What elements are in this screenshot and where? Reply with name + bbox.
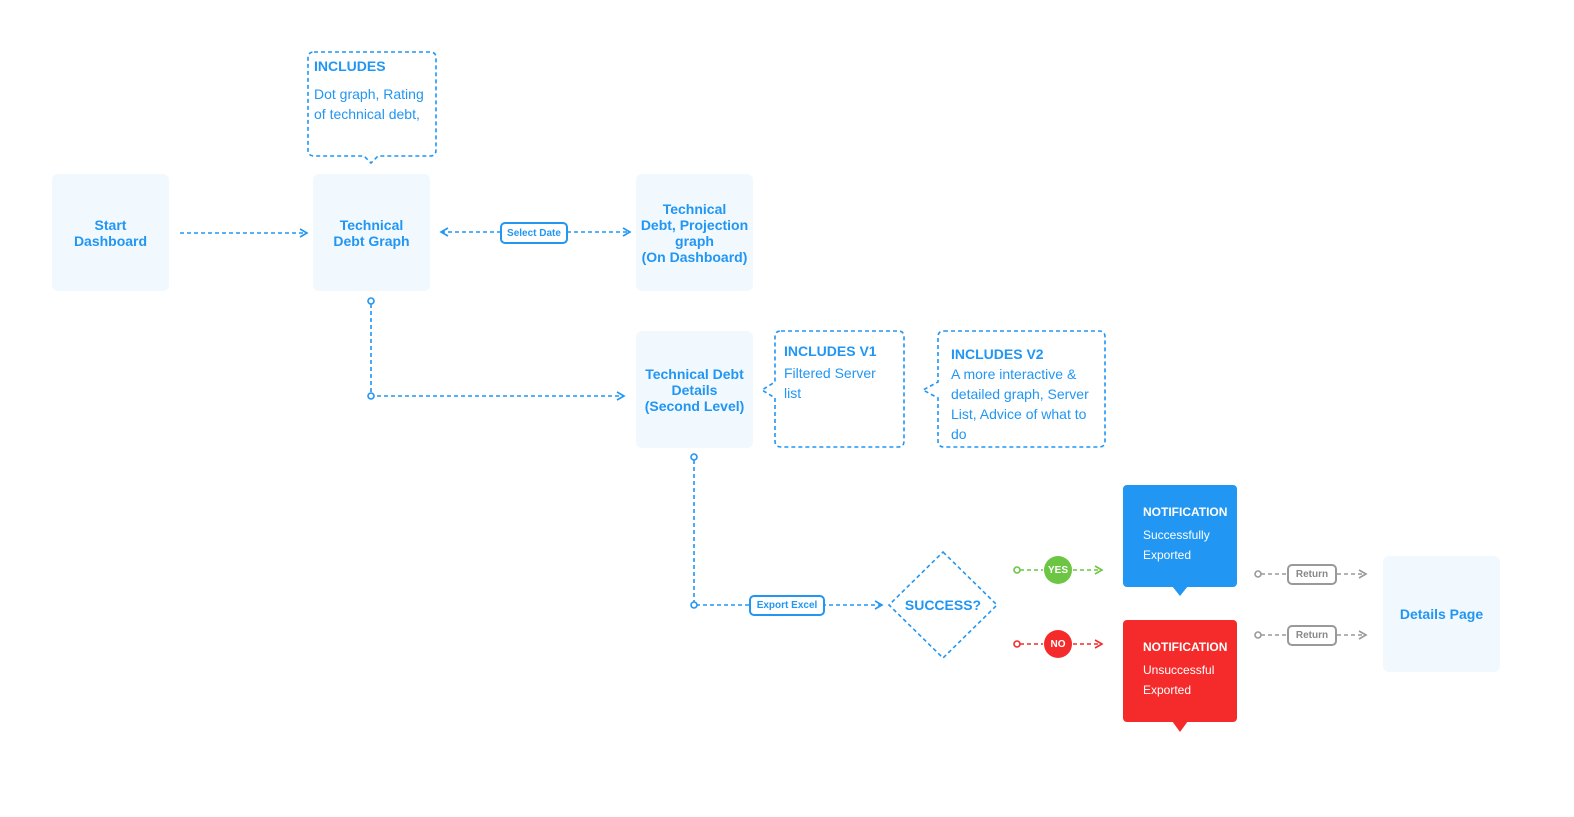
notification-failure-pointer bbox=[1172, 721, 1188, 732]
notification-failure-body: Unsuccessful Exported bbox=[1143, 663, 1215, 697]
notification-success: NOTIFICATION Successfully Exported bbox=[1123, 485, 1237, 587]
connector-dot bbox=[367, 392, 375, 400]
return-label-1[interactable]: Return bbox=[1287, 564, 1337, 585]
notification-failure-title: NOTIFICATION bbox=[1143, 640, 1228, 654]
notification-failure: NOTIFICATION Unsuccessful Exported bbox=[1123, 620, 1237, 722]
callout-includes-v1: INCLUDES V1 Filtered Server list bbox=[784, 341, 902, 403]
node-projection-graph[interactable]: Technical Debt, Projection graph (On Das… bbox=[636, 174, 753, 291]
export-excel-label[interactable]: Export Excel bbox=[749, 595, 825, 616]
select-date-label[interactable]: Select Date bbox=[500, 222, 568, 244]
decision-diamond bbox=[887, 550, 999, 660]
connector-details-to-success bbox=[693, 460, 884, 610]
success-decision-label: SUCCESS? bbox=[904, 597, 982, 613]
callout-v1-shape bbox=[760, 330, 905, 448]
callout-includes-body: Dot graph, Rating of technical debt, bbox=[314, 86, 424, 122]
return-label-2[interactable]: Return bbox=[1287, 625, 1337, 646]
callout-includes-shape bbox=[307, 51, 437, 165]
node-details-page[interactable]: Details Page bbox=[1383, 556, 1500, 672]
connector-dot bbox=[690, 601, 698, 609]
connector-dot bbox=[1013, 640, 1021, 648]
callout-v2-title: INCLUDES V2 bbox=[951, 346, 1044, 362]
node-start-dashboard[interactable]: Start Dashboard bbox=[52, 174, 169, 291]
callout-includes-v2: INCLUDES V2 A more interactive & detaile… bbox=[951, 344, 1103, 444]
connector-dot bbox=[1254, 570, 1262, 578]
connector-graph-to-details bbox=[370, 304, 626, 401]
yes-badge: YES bbox=[1044, 556, 1072, 584]
connector-dot bbox=[367, 297, 375, 305]
callout-v1-body: Filtered Server list bbox=[784, 365, 876, 401]
connector-dot bbox=[1013, 566, 1021, 574]
callout-v2-shape bbox=[921, 330, 1106, 448]
connector-dot bbox=[690, 453, 698, 461]
callout-v2-body: A more interactive & detailed graph, Ser… bbox=[951, 366, 1089, 442]
callout-v1-title: INCLUDES V1 bbox=[784, 343, 877, 359]
node-technical-debt-graph[interactable]: Technical Debt Graph bbox=[313, 174, 430, 291]
node-technical-debt-details[interactable]: Technical Debt Details (Second Level) bbox=[636, 331, 753, 448]
notification-success-pointer bbox=[1172, 586, 1188, 596]
notification-success-title: NOTIFICATION bbox=[1143, 505, 1228, 519]
no-badge: NO bbox=[1044, 630, 1072, 658]
connector-dot bbox=[1254, 631, 1262, 639]
callout-includes-title: INCLUDES bbox=[314, 58, 386, 74]
notification-success-body: Successfully Exported bbox=[1143, 528, 1210, 562]
callout-includes: INCLUDES Dot graph, Rating of technical … bbox=[314, 56, 432, 124]
